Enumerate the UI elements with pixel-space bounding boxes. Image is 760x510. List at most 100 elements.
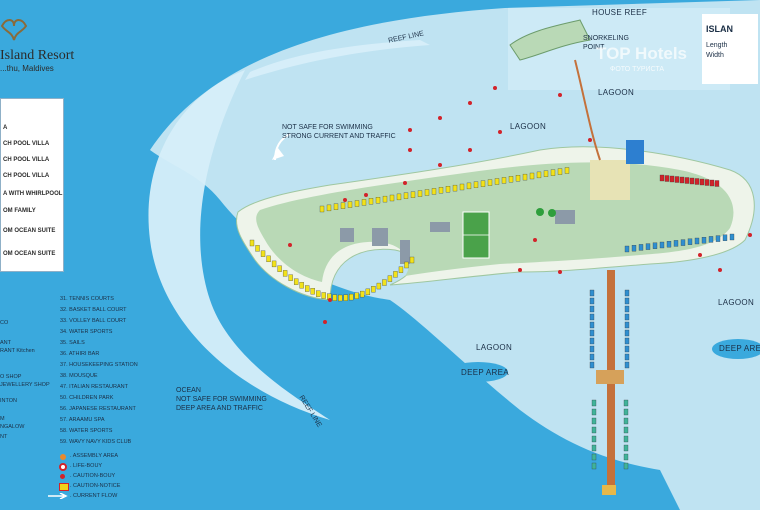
villa xyxy=(299,282,304,289)
villa-legend-item: CH POOL VILLA xyxy=(3,157,50,163)
villa xyxy=(659,174,665,182)
villa xyxy=(382,195,388,203)
warning-label: STRONG CURRENT AND TRAFFIC xyxy=(282,133,396,140)
facility-item: 58. WATER SPORTS xyxy=(60,428,113,434)
villa xyxy=(589,289,595,297)
facility-item: 56. JAPANESE RESTAURANT xyxy=(60,406,136,412)
villa xyxy=(689,177,695,185)
facility-item: 47. ITALIAN RESTAURANT xyxy=(60,384,128,390)
villa xyxy=(704,179,710,186)
facility-item: 32. BASKET BALL COURT xyxy=(60,307,127,313)
watermark-brand: TOP Hotels xyxy=(596,44,688,63)
jetty-platform xyxy=(596,370,624,384)
villa xyxy=(589,321,595,329)
lagoon-label: LAGOON xyxy=(718,298,755,307)
deep-area-label: DEEP AREA xyxy=(719,344,760,353)
villa xyxy=(424,189,430,196)
villa xyxy=(340,202,346,209)
facility-item: JEWELLERY SHOP xyxy=(0,382,50,388)
villa xyxy=(316,290,321,297)
villa xyxy=(371,286,376,293)
villa xyxy=(687,238,693,245)
watermark-sub: ФОТО ТУРИСТА xyxy=(610,66,665,73)
villa xyxy=(624,245,630,253)
villa xyxy=(679,176,685,184)
villa xyxy=(310,288,315,295)
villa xyxy=(508,176,514,183)
villa xyxy=(438,187,444,194)
reef-ring xyxy=(148,70,330,420)
caution-buoy xyxy=(323,320,327,324)
villa xyxy=(536,171,542,179)
villa xyxy=(550,169,556,176)
villa xyxy=(623,399,629,407)
caution-buoy xyxy=(588,138,592,142)
caution-buoy xyxy=(468,148,472,152)
deep-area-1 xyxy=(448,362,508,382)
assembly-area-icon xyxy=(60,454,66,460)
villa xyxy=(389,194,395,202)
villa xyxy=(354,200,360,207)
villa xyxy=(354,292,359,299)
villa xyxy=(591,417,597,425)
villa xyxy=(715,235,721,242)
villa xyxy=(332,294,337,301)
warning-label: NOT SAFE FOR SWIMMING xyxy=(282,124,373,131)
villa xyxy=(664,175,670,182)
villa xyxy=(624,305,630,313)
warning-label: OCEAN xyxy=(176,387,201,394)
villa xyxy=(403,192,409,199)
symbol-label: . CAUTION-NOTICE xyxy=(70,483,121,489)
caution-buoy xyxy=(328,298,332,302)
villa xyxy=(722,234,728,241)
villa xyxy=(522,173,528,181)
villa xyxy=(591,462,597,470)
villa xyxy=(271,260,277,268)
building xyxy=(372,228,388,246)
resort-location: ...thu, Maldives xyxy=(0,64,54,73)
villa xyxy=(459,183,465,191)
villa xyxy=(255,245,260,252)
building xyxy=(340,228,354,242)
caution-buoy xyxy=(364,193,368,197)
villa xyxy=(557,168,563,175)
villa xyxy=(624,297,630,305)
caution-buoy xyxy=(403,181,407,185)
symbol-label: . CAUTION-BOUY xyxy=(70,473,116,479)
facility-item: 36. ATHIRI BAR xyxy=(60,351,100,357)
facility-item: 38. MOUSQUE xyxy=(60,373,98,379)
snorkeling-point-label: SNORKELING POINT xyxy=(583,35,629,51)
villa xyxy=(701,237,707,244)
central-area xyxy=(590,160,630,200)
logo-emblem-icon xyxy=(0,19,28,41)
building xyxy=(555,210,575,224)
warning-label: NOT SAFE FOR SWIMMING xyxy=(176,396,267,403)
villa xyxy=(652,242,658,249)
caution-buoy xyxy=(438,116,442,120)
snorkel-island xyxy=(509,19,591,61)
caution-buoy xyxy=(468,101,472,105)
villa xyxy=(589,361,595,369)
villa xyxy=(404,261,409,269)
facility-item: 33. VOLLEY BALL COURT xyxy=(60,318,127,324)
villa xyxy=(645,243,651,250)
island-info-panel: ISLAN Length Width xyxy=(702,14,758,84)
villa xyxy=(673,240,679,247)
villa xyxy=(515,175,521,182)
villa xyxy=(349,293,354,301)
resort-logo: Island Resort ...thu, Maldives xyxy=(0,0,74,80)
villa xyxy=(288,274,293,281)
villa xyxy=(445,186,451,193)
villa xyxy=(623,417,629,425)
villa xyxy=(282,270,288,277)
facility-item: RANT Kitchen xyxy=(0,348,35,354)
villa-legend-item: OM FAMILY xyxy=(3,208,36,214)
villa xyxy=(714,180,720,187)
villa xyxy=(631,245,637,252)
villa xyxy=(409,256,415,264)
villa-legend-item: A xyxy=(3,125,8,131)
facility-item: INTON xyxy=(0,398,18,404)
villa xyxy=(338,294,343,302)
villa xyxy=(277,265,282,272)
symbol-label: . CURRENT FLOW xyxy=(70,493,118,499)
